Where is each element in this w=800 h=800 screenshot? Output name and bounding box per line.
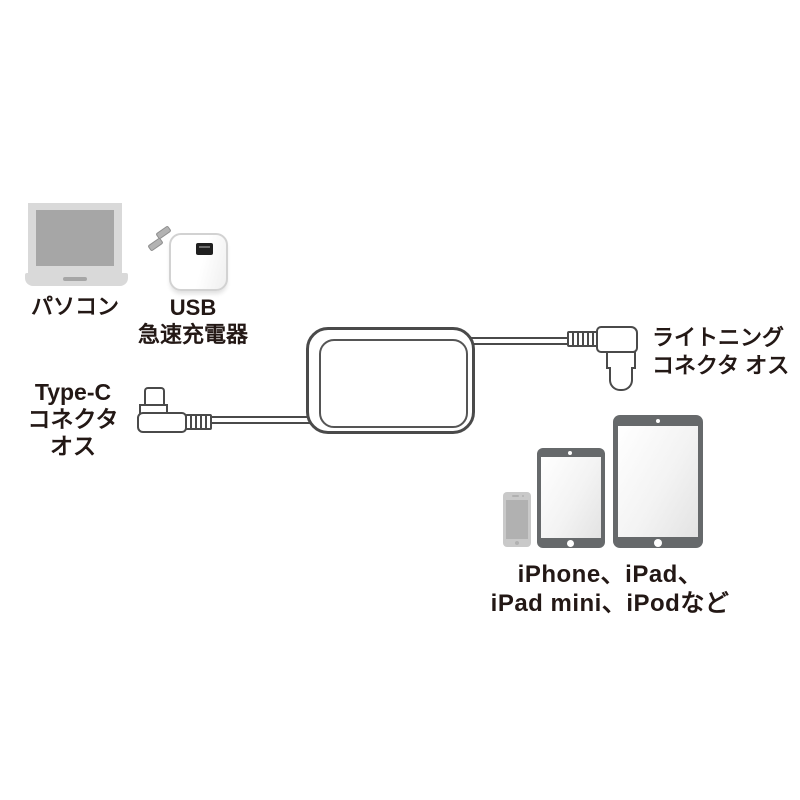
ipad-camera-dot xyxy=(656,419,660,423)
typec-label: Type-C コネクタ オス xyxy=(13,379,133,460)
ipad-home-button xyxy=(654,539,662,547)
charger-label: USB 急速充電器 xyxy=(128,294,258,348)
lightning-plug-body xyxy=(596,326,638,353)
charger-body xyxy=(169,233,228,291)
iphone-speaker xyxy=(512,495,519,497)
typec-label-line3: オス xyxy=(50,433,96,459)
lightning-label-line1: ライトニング xyxy=(652,325,785,350)
charger-label-line2: 急速充電器 xyxy=(137,322,248,347)
charger-usb-port xyxy=(196,243,213,255)
ipad-mini-icon xyxy=(537,448,605,548)
ipad-mini-screen xyxy=(541,457,601,538)
typec-plug-tip xyxy=(144,387,165,407)
ipad-screen xyxy=(618,426,698,537)
iphone-icon xyxy=(503,492,531,547)
devices-label-line2: iPad mini、iPodなど xyxy=(490,590,730,617)
laptop-screen xyxy=(36,210,114,266)
cable-right-segment xyxy=(471,337,571,345)
ipad-mini-home-button xyxy=(567,540,574,547)
charger-prong xyxy=(147,237,164,252)
ipad-icon xyxy=(613,415,703,548)
lightning-plug-tip xyxy=(609,367,633,391)
iphone-screen xyxy=(506,500,528,539)
lightning-label: ライトニング コネクタ オス xyxy=(652,324,797,380)
typec-label-line1: Type-C xyxy=(34,379,112,405)
iphone-home-button xyxy=(515,541,519,545)
cable-loop-inner-line xyxy=(319,339,468,428)
charger-label-line1: USB xyxy=(169,295,217,320)
lightning-label-line2: コネクタ オス xyxy=(652,353,790,378)
typec-label-line2: コネクタ xyxy=(27,406,119,432)
ipad-mini-camera-dot xyxy=(568,451,572,455)
devices-label: iPhone、iPad、 iPad mini、iPodなど xyxy=(484,560,736,618)
typec-plug-body xyxy=(137,412,187,433)
typec-strain-relief xyxy=(185,414,212,430)
coiled-flat-cable-icon xyxy=(306,327,475,434)
laptop-label: パソコン xyxy=(30,294,119,319)
iphone-camera-dot xyxy=(522,495,524,497)
devices-label-line1: iPhone、iPad、 xyxy=(517,561,703,588)
lightning-strain-relief xyxy=(567,331,598,347)
laptop-base-notch xyxy=(63,277,87,281)
cable-left-segment xyxy=(208,416,312,424)
